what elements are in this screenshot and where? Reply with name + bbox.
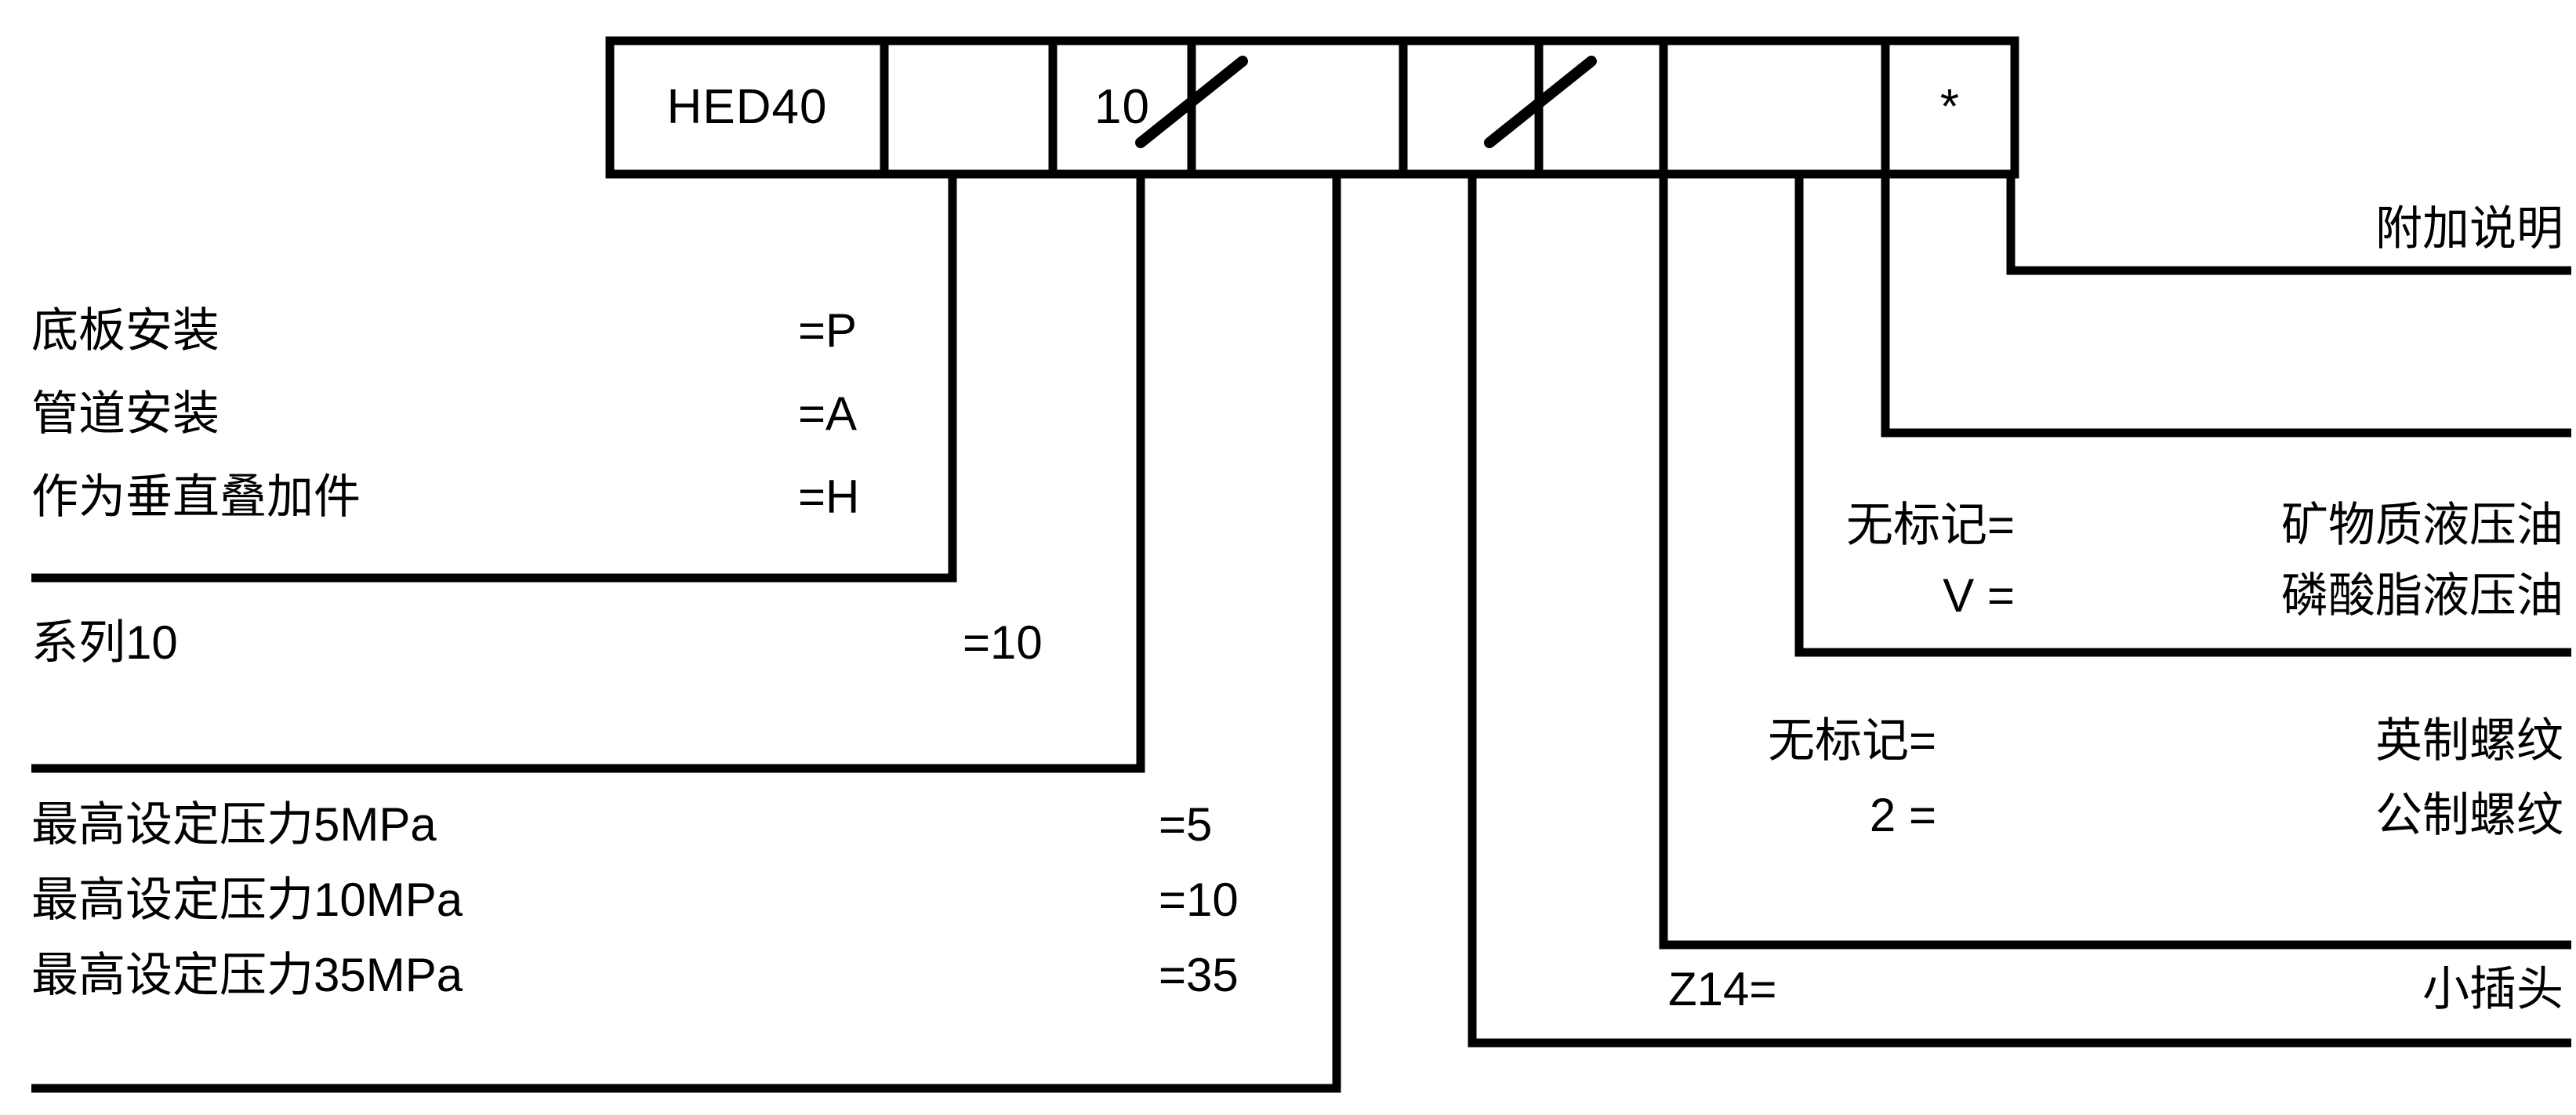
fluid-code-0: 无标记=: [1845, 499, 2015, 551]
code-cell-further-details[interactable]: *: [1939, 80, 1961, 134]
mounting-value-1: =A: [798, 387, 858, 440]
connector-label-0: 小插头: [2422, 963, 2563, 1015]
thread-code-1: 2 =: [1869, 789, 1936, 841]
series-label-0: 系列10: [31, 616, 178, 669]
code-cell-connector[interactable]: [1403, 41, 1539, 174]
code-cell-fluid-type[interactable]: [1664, 41, 1885, 174]
mounting-label-0: 底板安装: [31, 304, 220, 357]
thread-label-0: 英制螺纹: [2375, 714, 2563, 767]
fluid-label-1: 磷酸脂液压油: [2281, 569, 2563, 622]
pressure-value-2: =35: [1159, 949, 1239, 1001]
mounting-value-0: =P: [798, 304, 858, 357]
pressure-label-2: 最高设定压力35MPa: [31, 949, 463, 1001]
fluid-label-0: 矿物质液压油: [2281, 499, 2563, 551]
code-cell-pressure-rating[interactable]: [1192, 41, 1403, 174]
code-cell-series-type[interactable]: HED40: [666, 80, 828, 134]
pressure-value-0: =5: [1159, 798, 1213, 851]
mounting-value-2: =H: [798, 470, 860, 523]
code-cell-series-number[interactable]: 10: [1094, 80, 1150, 134]
pressure-label-0: 最高设定压力5MPa: [31, 798, 437, 851]
pressure-value-1: =10: [1159, 873, 1239, 926]
thread-code-0: 无标记=: [1767, 714, 1936, 767]
fluid-code-1: V =: [1943, 569, 2015, 622]
code-cell-mounting[interactable]: [884, 41, 1053, 174]
pressure-label-1: 最高设定压力10MPa: [31, 873, 463, 926]
code-cell-thread-type[interactable]: [1539, 41, 1664, 174]
connector-code-0: Z14=: [1668, 963, 1777, 1015]
further-details-label-0: 附加说明: [2375, 202, 2563, 255]
mounting-label-1: 管道安装: [31, 387, 220, 440]
series-value-0: =10: [963, 616, 1043, 669]
thread-label-1: 公制螺纹: [2375, 789, 2563, 841]
mounting-label-2: 作为垂直叠加件: [31, 470, 361, 523]
